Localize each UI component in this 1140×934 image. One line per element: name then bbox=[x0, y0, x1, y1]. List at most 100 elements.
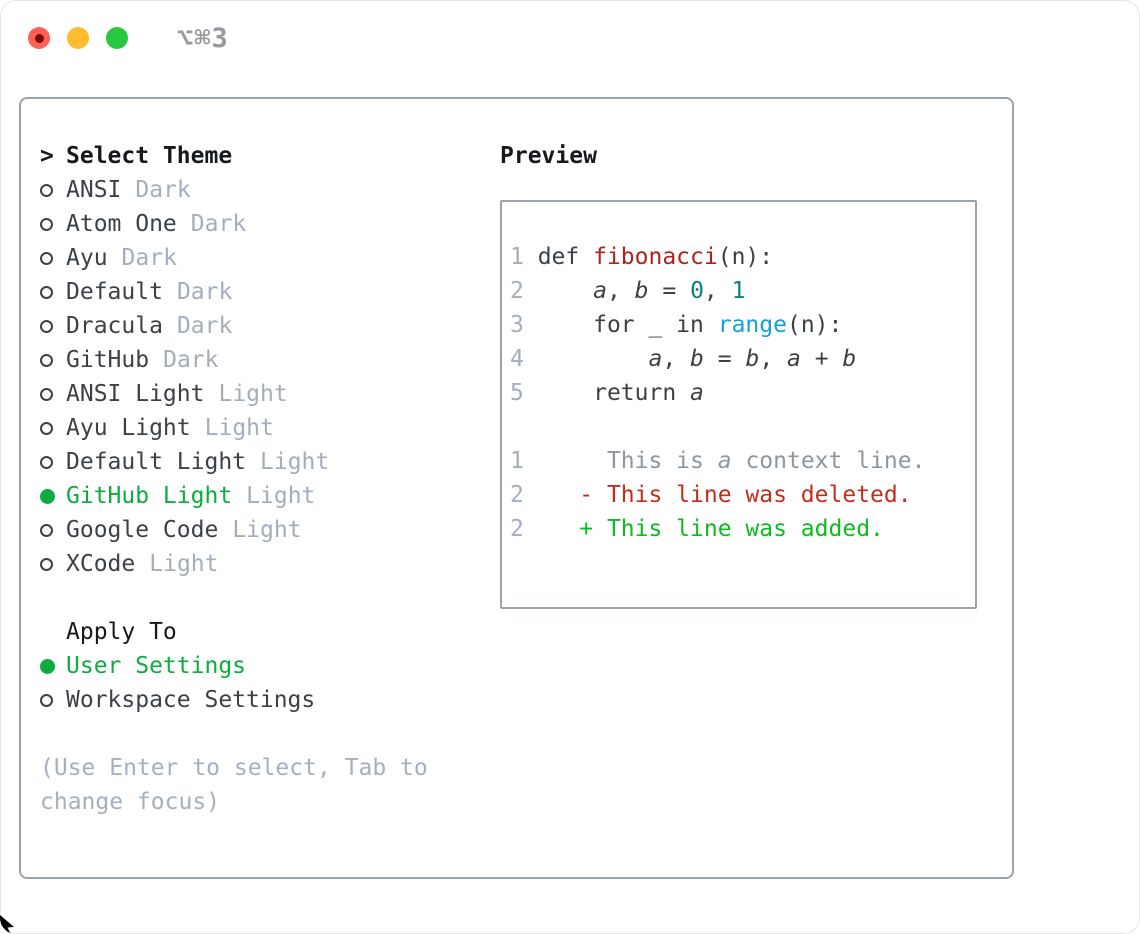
token-v: a bbox=[648, 346, 663, 372]
token-n: 1 bbox=[510, 244, 538, 270]
token-b: range bbox=[717, 312, 787, 338]
theme-name: Default bbox=[66, 279, 163, 305]
token-c: context line. bbox=[731, 448, 926, 474]
radio-icon bbox=[40, 557, 53, 571]
token-p: = bbox=[648, 278, 691, 304]
radio-icon bbox=[40, 421, 53, 435]
token-v: b bbox=[690, 346, 704, 372]
token-p: for _ in bbox=[537, 312, 718, 338]
token-p: (n): bbox=[717, 244, 774, 270]
radio-marker bbox=[40, 658, 66, 674]
token-n: 4 bbox=[510, 346, 538, 372]
theme-variant: Dark bbox=[176, 313, 233, 339]
radio-marker bbox=[40, 557, 66, 571]
theme-variant: Dark bbox=[121, 245, 177, 271]
theme-option-github-light[interactable]: GitHub Light Light bbox=[40, 479, 500, 513]
preview-code-line: 5 return a bbox=[510, 376, 975, 410]
theme-variant: Light bbox=[218, 381, 288, 407]
theme-name: Atom One bbox=[66, 211, 177, 237]
keyboard-hint: (Use Enter to select, Tab to change focus… bbox=[40, 751, 500, 819]
preview-code-line: 1 def fibonacci(n): bbox=[510, 240, 975, 274]
radio-icon bbox=[40, 387, 53, 401]
window-title: ⌥⌘3 bbox=[177, 22, 229, 54]
theme-name: GitHub bbox=[66, 347, 150, 373]
radio-marker bbox=[40, 523, 66, 537]
select-theme-heading: >Select Theme bbox=[40, 139, 500, 173]
radio-marker bbox=[40, 319, 66, 333]
radio-marker bbox=[40, 421, 66, 435]
theme-variant: Light bbox=[204, 415, 274, 441]
radio-icon bbox=[40, 285, 53, 299]
theme-variant: Light bbox=[260, 449, 330, 475]
token-p: return bbox=[537, 380, 691, 406]
close-button[interactable] bbox=[28, 27, 50, 49]
token-v: b bbox=[745, 346, 760, 372]
token-p: , bbox=[662, 346, 691, 372]
preview-label: Preview bbox=[500, 143, 597, 169]
theme-name: ANSI bbox=[66, 177, 122, 203]
preview-code-line: 2 a, b = 0, 1 bbox=[510, 274, 975, 308]
apply-option-label: User Settings bbox=[66, 653, 247, 679]
zoom-button[interactable] bbox=[106, 27, 128, 49]
radio-icon bbox=[40, 353, 53, 367]
select-theme-label: Select Theme bbox=[66, 143, 233, 169]
apply-option-label: Workspace Settings bbox=[66, 687, 316, 713]
radio-icon bbox=[40, 693, 53, 707]
hint-line: change focus) bbox=[40, 789, 221, 815]
preview-code-line: 1 This is a context line. bbox=[510, 444, 975, 478]
token-n: 2 bbox=[510, 516, 524, 542]
token-v: b bbox=[634, 278, 649, 304]
titlebar: ⌥⌘3 bbox=[0, 0, 1140, 76]
hint-line: (Use Enter to select, Tab to bbox=[40, 755, 428, 781]
theme-variant: Light bbox=[232, 517, 302, 543]
token-p: = bbox=[703, 346, 746, 372]
radio-marker bbox=[40, 693, 66, 707]
token-l: 0 bbox=[690, 278, 704, 304]
unsaved-dot-icon bbox=[34, 33, 44, 43]
token-a: + This line was added. bbox=[579, 516, 884, 542]
radio-marker bbox=[40, 251, 66, 265]
minimize-button[interactable] bbox=[67, 27, 89, 49]
theme-variant: Dark bbox=[190, 211, 247, 237]
theme-variant: Light bbox=[149, 551, 219, 577]
radio-marker bbox=[40, 217, 66, 231]
radio-marker bbox=[40, 183, 66, 197]
apply-option-workspace-settings[interactable]: Workspace Settings bbox=[40, 683, 500, 717]
preview-code-line: 4 a, b = b, a + b bbox=[510, 342, 975, 376]
preview-code-line bbox=[510, 410, 975, 444]
apply-option-user-settings[interactable]: User Settings bbox=[40, 649, 500, 683]
token-n: 2 bbox=[510, 482, 524, 508]
token-p bbox=[524, 482, 579, 508]
radio-selected-icon bbox=[40, 658, 55, 674]
apply-to-label: Apply To bbox=[66, 619, 177, 645]
radio-marker bbox=[40, 285, 66, 299]
theme-name: GitHub Light bbox=[66, 483, 233, 509]
token-p bbox=[538, 278, 593, 304]
radio-marker bbox=[40, 488, 66, 504]
radio-marker bbox=[40, 353, 66, 367]
theme-preview-box: 1 def fibonacci(n):2 a, b = 0, 1 3 for _ … bbox=[500, 200, 977, 609]
token-n: 3 bbox=[510, 312, 538, 338]
token-p bbox=[524, 516, 579, 542]
token-n: 5 bbox=[510, 380, 538, 406]
token-n: 2 bbox=[510, 278, 538, 304]
preview-heading: Preview bbox=[500, 139, 1012, 173]
radio-marker bbox=[40, 455, 66, 469]
theme-variant: Light bbox=[246, 483, 316, 509]
theme-option-atom-one[interactable]: Atom One Dark bbox=[40, 207, 500, 241]
radio-icon bbox=[40, 319, 53, 333]
apply-to-heading: Apply To bbox=[40, 615, 500, 649]
